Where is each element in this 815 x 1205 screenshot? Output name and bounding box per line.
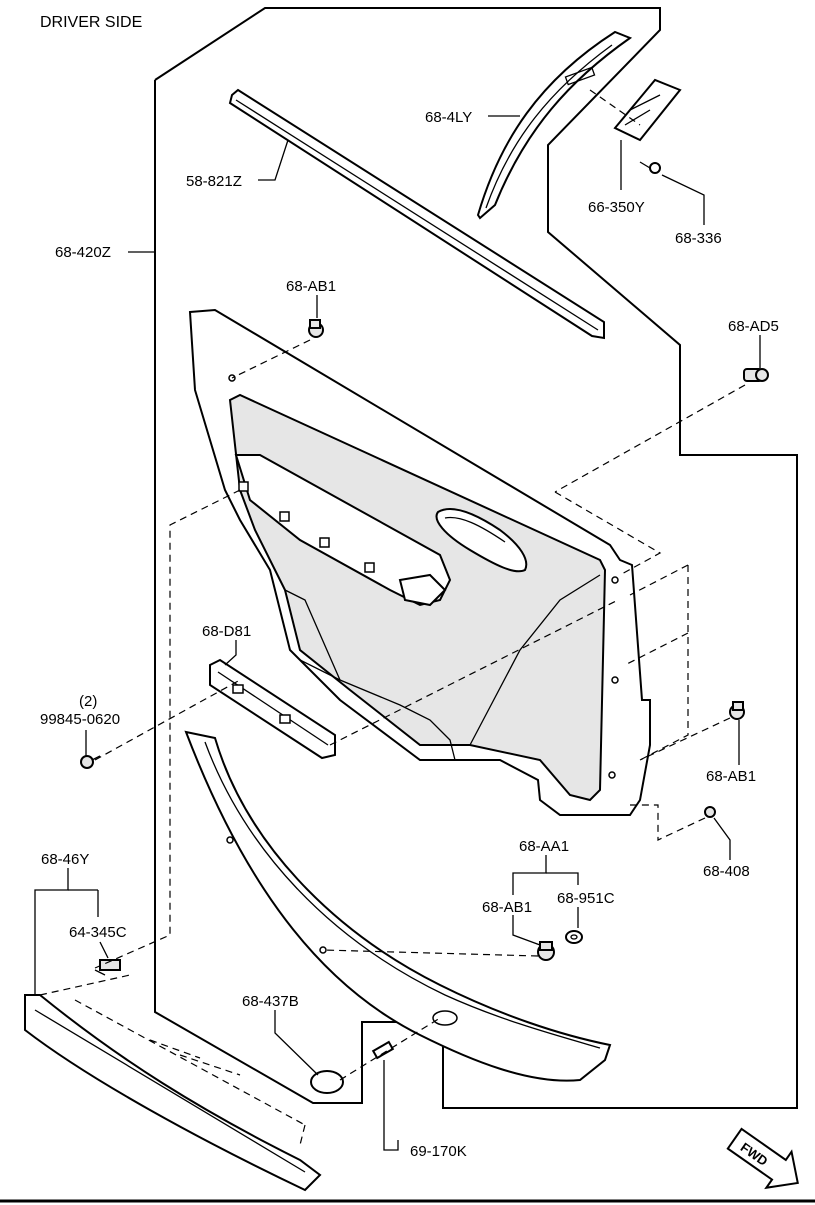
label-64-345C: 64-345C (69, 924, 127, 941)
clip-68-AB1-top (308, 319, 324, 338)
screw-68-336 (639, 161, 661, 174)
screw-68-408 (704, 806, 716, 818)
label-68-437B: 68-437B (242, 993, 299, 1010)
clip-64-345C (94, 959, 121, 976)
diagram-title: DRIVER SIDE (40, 14, 142, 31)
fwd-arrow-icon: FWD (726, 1127, 799, 1190)
label-68-46Y: 68-46Y (41, 851, 89, 868)
label-68-420Z: 68-420Z (55, 244, 111, 261)
label-68-D81: 68-D81 (202, 623, 251, 640)
assembly-outline (154, 7, 798, 1109)
label-68-AB1-lower: 68-AB1 (482, 899, 532, 916)
label-68-408: 68-408 (703, 863, 750, 880)
molding-strip-58-821Z (228, 88, 605, 340)
bracket-68-D81 (209, 658, 336, 760)
sill-molding-68-46Y (24, 994, 322, 1192)
label-68-AB1-top: 68-AB1 (286, 278, 336, 295)
label-69-170K: 69-170K (410, 1143, 467, 1160)
clip-68-AB1-lower (537, 941, 555, 961)
lower-molding (184, 730, 612, 1082)
label-58-821Z: 58-821Z (186, 173, 242, 190)
door-trim-panel (188, 308, 651, 816)
label-68-AD5: 68-AD5 (728, 318, 779, 335)
garnish-68-4LY (476, 30, 633, 220)
pin-69-170K (371, 1040, 395, 1060)
washer-68-951C (565, 930, 583, 944)
bracket-66-350Y (589, 78, 682, 142)
label-68-4LY: 68-4LY (425, 109, 472, 126)
dashed-leader-lines (39, 339, 746, 1146)
label-68-951C: 68-951C (557, 890, 615, 907)
screw-99845-0620 (80, 755, 101, 769)
label-quantity-2: (2) (79, 693, 97, 710)
clip-68-AD5 (743, 368, 769, 382)
clip-68-AB1-right (729, 701, 745, 720)
label-99845-0620: 99845-0620 (40, 711, 120, 728)
callout-leaders (34, 115, 761, 1151)
cap-68-437B (310, 1070, 344, 1094)
label-68-AB1-right: 68-AB1 (706, 768, 756, 785)
label-66-350Y: 66-350Y (588, 199, 645, 216)
label-68-AA1: 68-AA1 (519, 838, 569, 855)
label-68-336: 68-336 (675, 230, 722, 247)
